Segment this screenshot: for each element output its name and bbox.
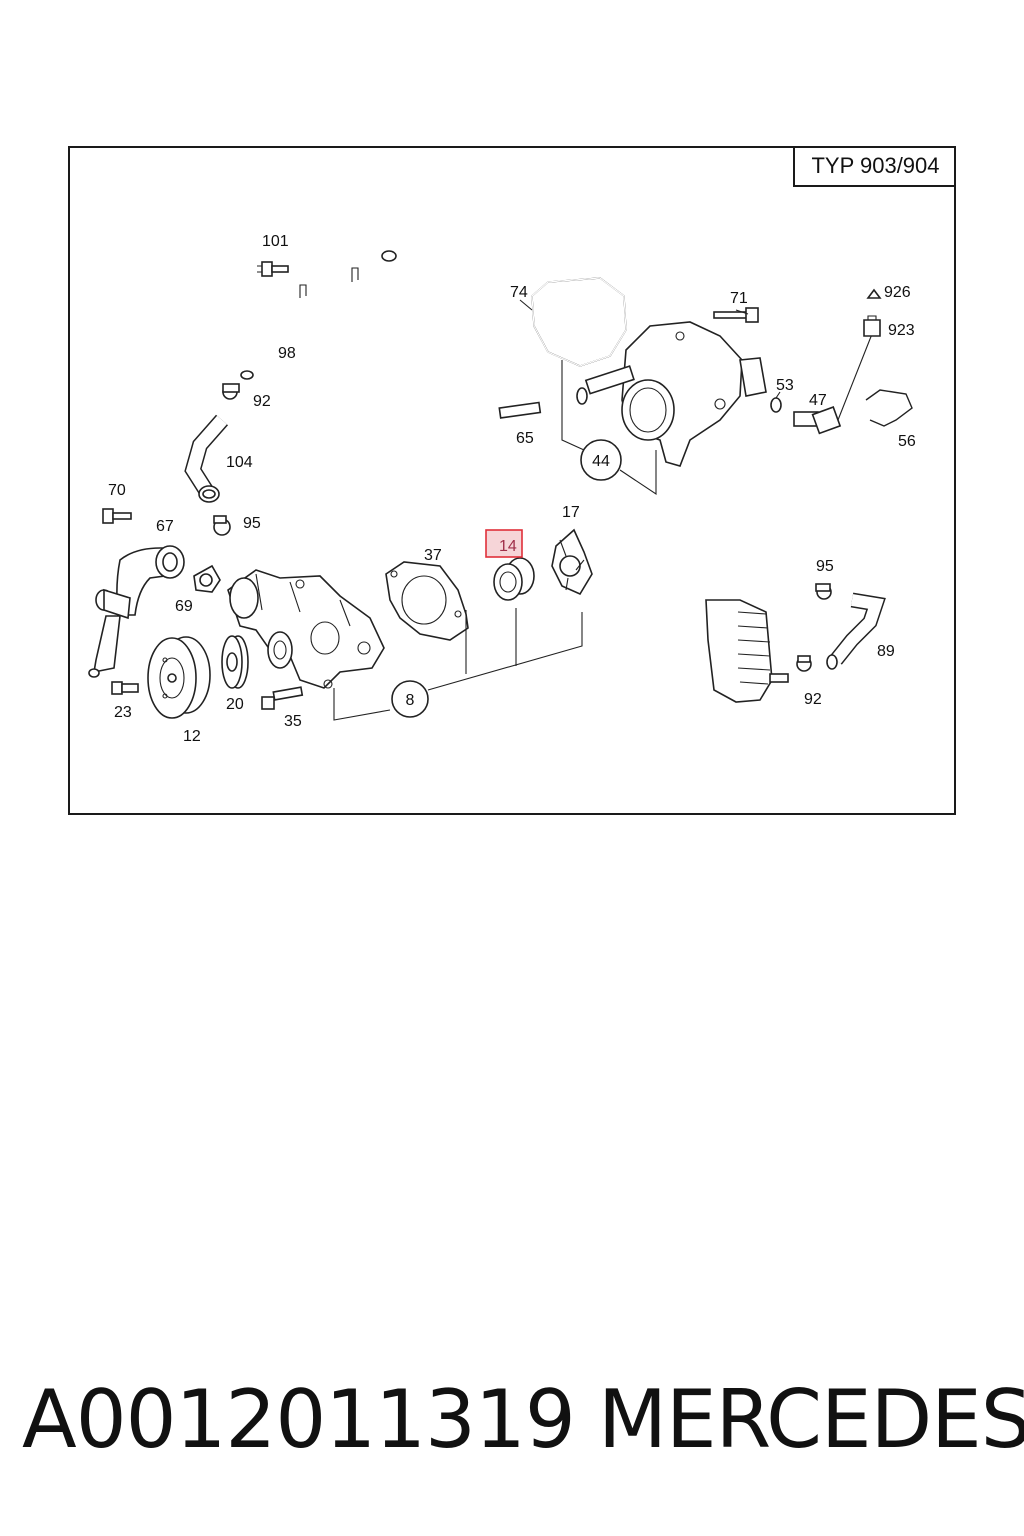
oil-cooler-drawing: [705, 599, 789, 703]
label-35: 35: [284, 713, 302, 730]
label-923: 923: [888, 322, 915, 339]
pulley-12-drawing: [147, 636, 211, 719]
label-23: 23: [114, 704, 132, 721]
hose-89-drawing: [826, 592, 886, 670]
seal-14-drawing: [493, 557, 535, 601]
seal-926-drawing: [866, 288, 882, 299]
label-926: 926: [884, 284, 911, 301]
label-12: 12: [183, 728, 201, 745]
label-14[interactable]: 14: [499, 538, 517, 555]
label-98: 98: [278, 345, 296, 362]
callout-44-bracket: [561, 360, 657, 496]
leader-lines: [519, 299, 781, 399]
clamp-92-top-drawing: [222, 383, 240, 400]
thermostat-housing-drawing: [576, 321, 767, 467]
label-89: 89: [877, 643, 895, 660]
label-56: 56: [898, 433, 916, 450]
label-92-right: 92: [804, 691, 822, 708]
clamp-95-right-drawing: [815, 583, 832, 600]
label-92-top: 92: [253, 393, 271, 410]
label-37: 37: [424, 547, 442, 564]
connector-923-drawing: [863, 315, 881, 337]
pin-65-drawing: [498, 401, 542, 419]
clip-56-drawing: [865, 389, 913, 427]
pipe-98-drawing: [240, 250, 397, 380]
label-65: 65: [516, 430, 534, 447]
callout-8-bracket: [333, 608, 583, 721]
label-101: 101: [262, 233, 289, 250]
clamp-92-right-drawing: [796, 655, 812, 672]
label-44: 44: [592, 453, 610, 470]
oring-53-drawing: [770, 397, 782, 413]
bolt-23-drawing: [111, 681, 139, 695]
label-70: 70: [108, 482, 126, 499]
diagram-frame: [68, 146, 956, 815]
bolt-70-drawing: [102, 508, 132, 524]
label-95-left: 95: [243, 515, 261, 532]
sensor-47-drawing: [793, 333, 873, 435]
label-69: 69: [175, 598, 193, 615]
bolt-35-drawing: [261, 686, 304, 710]
label-67: 67: [156, 518, 174, 535]
bolt-101-drawing: [257, 261, 289, 277]
highlight-box-14[interactable]: [485, 529, 523, 558]
label-53: 53: [776, 377, 794, 394]
hub-20-drawing: [221, 635, 249, 689]
clamp-95-left-drawing: [213, 515, 231, 536]
hose-104-drawing: [184, 414, 229, 503]
label-71: 71: [730, 290, 748, 307]
label-104: 104: [226, 454, 253, 471]
label-17: 17: [562, 504, 580, 521]
type-label: TYP 903/904: [793, 147, 956, 187]
footer: A0012011319 MERCEDES: [0, 1370, 1024, 1480]
pipe-67-drawing: [88, 545, 185, 678]
bolt-71-drawing: [713, 307, 759, 323]
label-8: 8: [406, 692, 415, 709]
label-95-right: 95: [816, 558, 834, 575]
gasket-74-drawing: [531, 277, 627, 367]
impeller-17-drawing: [551, 528, 593, 596]
label-20: 20: [226, 696, 244, 713]
gasket-37-drawing: [385, 561, 469, 641]
water-pump-drawing: [227, 569, 385, 689]
label-74: 74: [510, 284, 528, 301]
gasket-69-drawing: [193, 564, 221, 593]
brand-name: MERCEDES: [598, 1373, 1024, 1466]
label-47: 47: [809, 392, 827, 409]
part-number: A0012011319: [22, 1373, 576, 1466]
